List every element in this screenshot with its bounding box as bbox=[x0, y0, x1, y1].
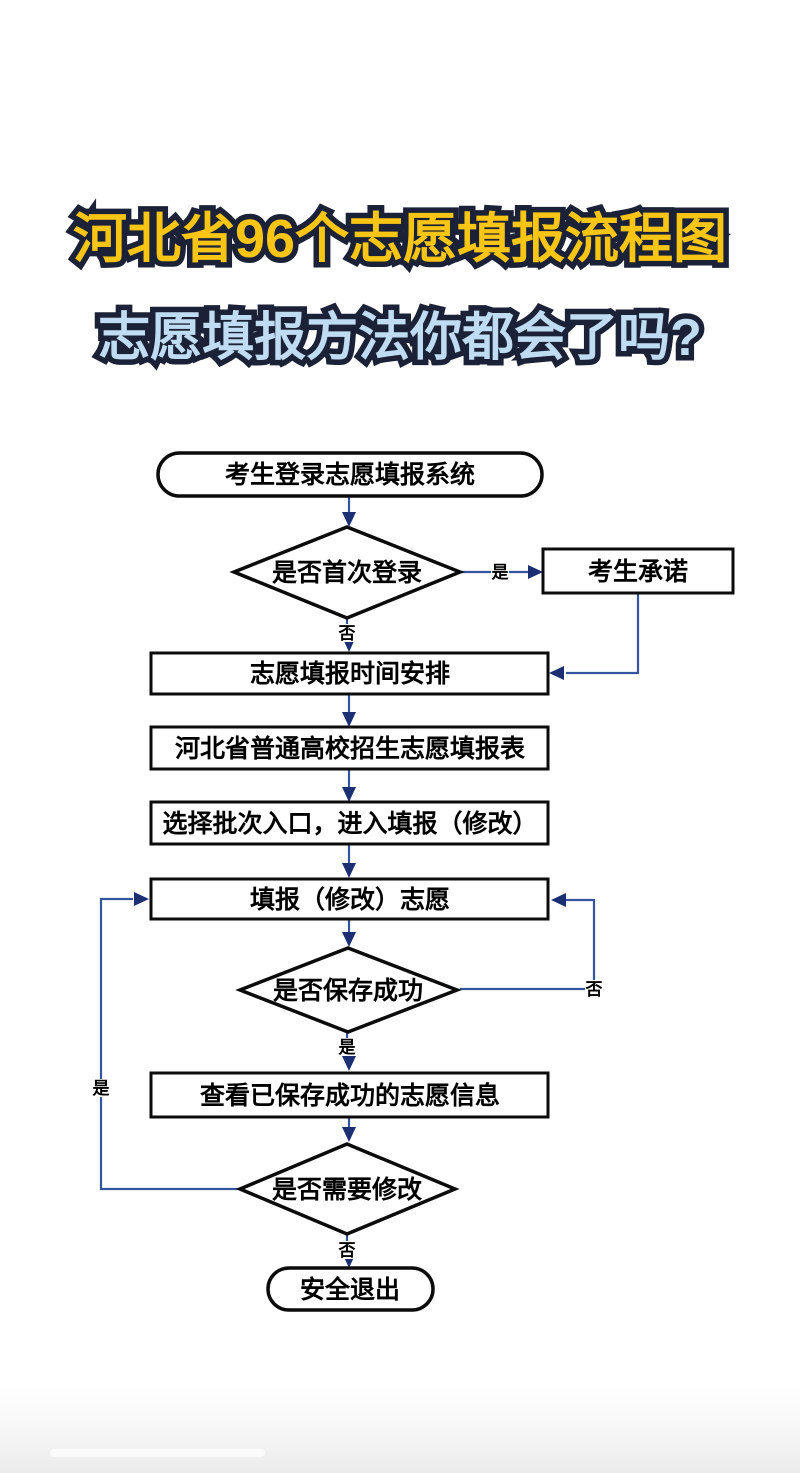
exit-label: 安全退出 bbox=[300, 1275, 400, 1304]
label-bg bbox=[338, 1241, 356, 1259]
node-start: 考生登录志愿填报系统 bbox=[156, 451, 544, 498]
title-line-2-outline: 志愿填报方法你都会了吗? bbox=[93, 307, 708, 370]
node-batch: 选择批次入口，进入填报（修改） bbox=[149, 800, 550, 846]
arrowhead-down-modify bbox=[342, 1127, 356, 1142]
title-line-1-outline: 河北省96个志愿填报流程图 bbox=[67, 207, 732, 272]
arrowhead-left-schedule bbox=[549, 666, 564, 680]
fill-process-shape bbox=[149, 877, 550, 921]
title-line-1-text: 河北省96个志愿填报流程图 bbox=[72, 209, 728, 269]
node-schedule: 志愿填报时间安排 bbox=[149, 651, 550, 696]
title-line-1: 河北省96个志愿填报流程图 河北省96个志愿填报流程图 bbox=[0, 207, 800, 272]
flowchart-diagram: 是 否 否 是 是 否 考生登录志愿填报系统 是否首次登录 考生承诺 bbox=[92, 451, 735, 1312]
promise-label: 考生承诺 bbox=[588, 558, 688, 586]
edge-label-no-modify: 否 bbox=[338, 1241, 356, 1260]
fill-label: 填报（修改）志愿 bbox=[250, 885, 450, 914]
node-first-login: 是否首次登录 bbox=[229, 525, 465, 620]
node-saved: 是否保存成功 bbox=[235, 946, 462, 1034]
label-bg bbox=[338, 1038, 356, 1056]
title-line-2: 志愿填报方法你都会了吗? 志愿填报方法你都会了吗? bbox=[0, 307, 800, 370]
form-label: 河北省普通高校招生志愿填报表 bbox=[175, 734, 526, 763]
node-fill: 填报（修改）志愿 bbox=[149, 877, 550, 921]
node-view: 查看已保存成功的志愿信息 bbox=[149, 1071, 550, 1119]
node-promise: 考生承诺 bbox=[541, 547, 735, 595]
label-bg bbox=[491, 563, 509, 581]
first-login-label: 是否首次登录 bbox=[272, 558, 422, 587]
first-login-decision-shape bbox=[229, 525, 465, 620]
arrowhead-down-form bbox=[342, 712, 356, 727]
edge-label-yes-modify: 是 bbox=[93, 1079, 110, 1098]
title-line-2-text: 志愿填报方法你都会了吗? bbox=[98, 309, 702, 367]
schedule-label: 志愿填报时间安排 bbox=[250, 659, 450, 688]
view-label: 查看已保存成功的志愿信息 bbox=[200, 1081, 500, 1110]
batch-process-shape bbox=[149, 800, 550, 846]
arrowhead-left-fill-right bbox=[551, 893, 566, 907]
saved-decision-shape bbox=[235, 946, 462, 1034]
promise-process-shape bbox=[541, 547, 735, 595]
schedule-process-shape bbox=[149, 651, 550, 696]
label-bg bbox=[92, 1079, 110, 1097]
node-form: 河北省普通高校招生志愿填报表 bbox=[149, 725, 550, 771]
arrowhead-down-saved bbox=[342, 932, 356, 947]
arrowhead-down-view bbox=[342, 1056, 356, 1071]
bottom-gradient bbox=[0, 1378, 800, 1473]
node-exit: 安全退出 bbox=[266, 1266, 435, 1312]
form-process-shape bbox=[149, 725, 550, 771]
saved-label: 是否保存成功 bbox=[273, 977, 423, 1005]
edge-saved-no-loop-to-fill bbox=[460, 898, 596, 991]
edge-modify-yes-loop-to-fill bbox=[99, 897, 240, 1191]
exit-terminator-shape bbox=[266, 1266, 435, 1312]
edge-label-yes-firstlogin: 是 bbox=[492, 563, 509, 582]
flowchart-edge-labels: 是 否 否 是 是 否 bbox=[92, 563, 603, 1260]
edge-label-no-saved: 否 bbox=[585, 980, 603, 999]
label-bg bbox=[585, 980, 603, 998]
arrowhead-down-firstlogin bbox=[342, 512, 356, 527]
arrowhead-down-fill bbox=[342, 863, 356, 878]
bottom-progress-bar bbox=[50, 1449, 265, 1457]
edge-promise-to-schedule bbox=[566, 593, 640, 675]
edge-label-yes-saved: 是 bbox=[339, 1038, 356, 1057]
arrowhead-right-fill-left bbox=[134, 892, 149, 906]
node-modify: 是否需要修改 bbox=[235, 1142, 460, 1236]
start-terminator-shape bbox=[156, 451, 544, 498]
arrowhead-down-batch bbox=[342, 787, 356, 802]
batch-label: 选择批次入口，进入填报（修改） bbox=[162, 809, 537, 838]
edge-label-no-firstlogin: 否 bbox=[338, 624, 356, 643]
view-process-shape bbox=[149, 1071, 550, 1119]
modify-label: 是否需要修改 bbox=[272, 1175, 422, 1204]
label-bg bbox=[338, 624, 356, 642]
start-label: 考生登录志愿填报系统 bbox=[225, 460, 475, 489]
arrowhead-right-promise bbox=[528, 565, 543, 579]
modify-decision-shape bbox=[235, 1142, 460, 1236]
